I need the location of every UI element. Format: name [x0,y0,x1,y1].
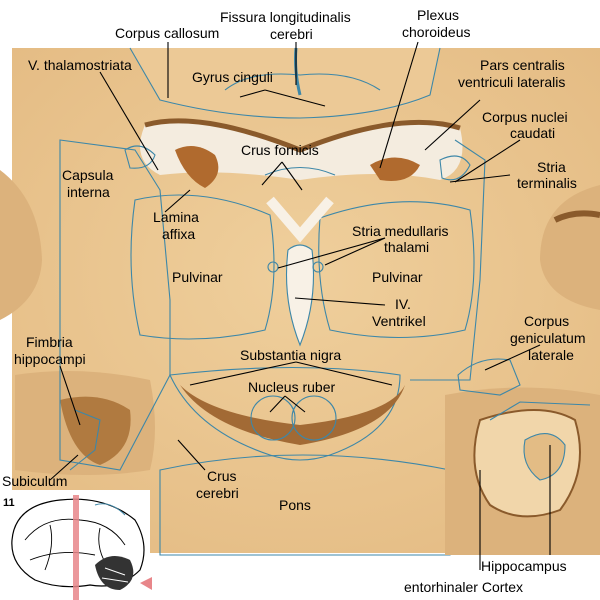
label-pars-centralis-2: ventriculi lateralis [458,74,565,90]
left-temporal-region [0,170,42,320]
label-crus-cerebri-1: Crus [207,468,237,484]
label-plexus-2: choroideus [402,24,471,40]
label-iv-2: Ventrikel [372,313,426,329]
label-pons: Pons [279,497,311,513]
inset-brain-outline [11,498,145,588]
label-pulvinar-left: Pulvinar [172,269,223,285]
pulvinar-left-region [130,194,275,340]
label-corpus-callosum: Corpus callosum [115,25,219,41]
nucleus-ruber-left [250,395,296,441]
label-crus-fornicis: Crus fornicis [241,142,319,158]
label-pulvinar-right: Pulvinar [372,269,423,285]
label-hippocampus: Hippocampus [481,558,567,574]
nucleus-ruber-right [291,395,337,441]
leader-lines [49,41,551,570]
label-fimbria-1: Fimbria [26,334,73,350]
label-fimbria-2: hippocampi [14,351,86,367]
midbrain-region [169,366,401,461]
label-corpus-nuclei-1: Corpus nuclei [482,109,568,125]
label-substantia-nigra: Substantia nigra [240,347,341,363]
label-stria-terminalis-1: Stria [537,159,566,175]
label-entorhinaler-cortex: entorhinaler Cortex [404,579,523,595]
label-stria-terminalis-2: terminalis [517,175,577,191]
label-corpus-gen-2: geniculatum [510,330,586,346]
label-lamina-2: affixa [162,226,195,242]
plexus-choroideus-right [370,157,420,181]
label-gyrus-cinguli: Gyrus cinguli [192,69,273,85]
label-corpus-gen-3: laterale [528,347,574,363]
label-iv-1: IV. [395,296,411,312]
label-capsula-2: interna [67,184,110,200]
label-corpus-gen-1: Corpus [524,313,569,329]
label-plexus-1: Plexus [417,7,459,23]
substantia-nigra-band [180,385,405,445]
label-lamina-1: Lamina [153,209,199,225]
label-stria-medullaris-2: thalami [384,239,429,255]
label-capsula-1: Capsula [62,167,114,183]
pulvinar-right-region [318,201,475,339]
label-crus-cerebri-2: cerebri [196,485,239,501]
fourth-ventricle [286,244,314,347]
label-corpus-nuclei-2: caudati [510,125,555,141]
label-pars-centralis-1: Pars centralis [480,57,565,73]
corpus-callosum-region [130,48,440,118]
figure-number: 11 [3,497,15,509]
label-v-thalamostriata: V. thalamostriata [28,57,132,73]
label-stria-medullaris-1: Stria medullaris [352,223,448,239]
plexus-choroideus-left [175,146,219,188]
label-nucleus-ruber: Nucleus ruber [248,379,335,395]
label-fissura-1: Fissura longitudinalis [220,9,351,25]
inset-arrow-marker [140,577,152,590]
label-fissura-2: cerebri [270,26,313,42]
label-subiculum: Subiculum [2,473,67,489]
inset-section-marker [73,495,79,600]
